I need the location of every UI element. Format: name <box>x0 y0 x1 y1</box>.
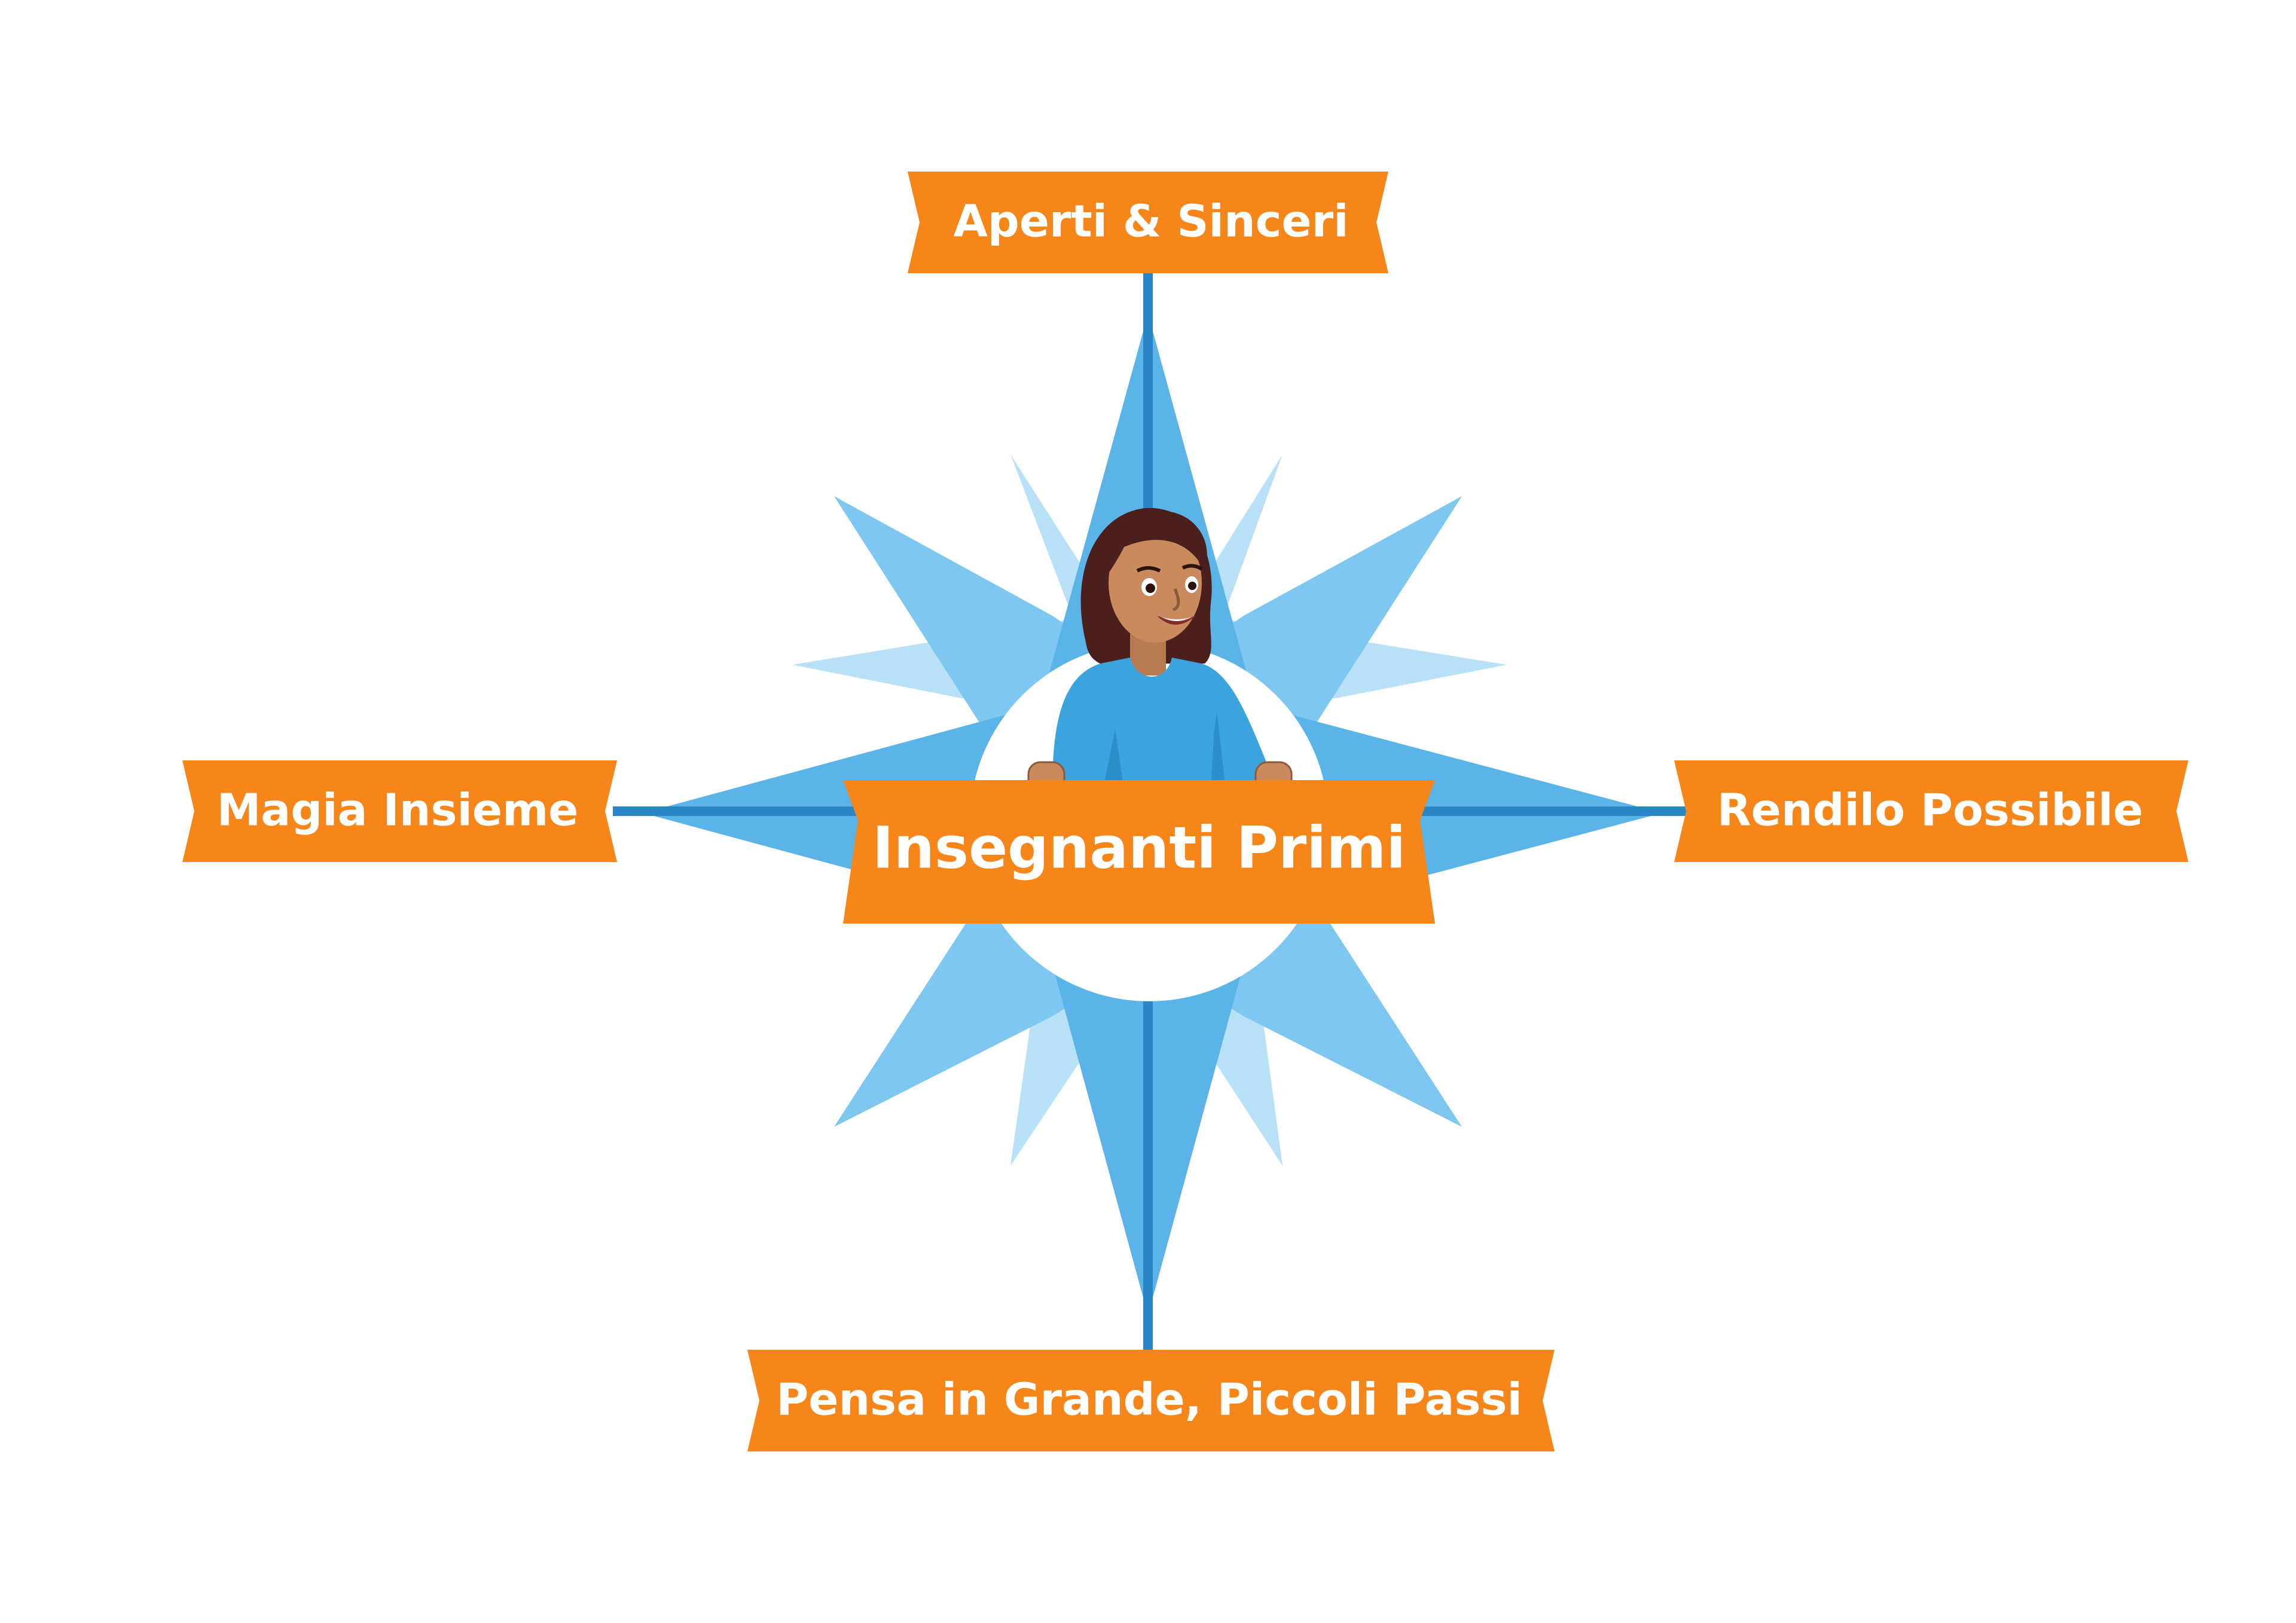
teacher-brow-right <box>1181 564 1203 571</box>
teacher-pupil-right <box>1188 582 1196 590</box>
center-ribbon-shape <box>843 780 1435 924</box>
ribbon-left: Magia Insieme <box>182 760 617 862</box>
teacher-pupil-left <box>1146 583 1155 593</box>
value-bottom-label: Pensa in Grande, Piccoli Passi <box>776 1374 1522 1426</box>
teacher-teeth <box>1161 617 1192 621</box>
value-top-label: Aperti & Sinceri <box>954 196 1349 247</box>
ribbon-bottom-shape <box>747 1350 1555 1451</box>
ribbon-top-shape <box>908 172 1388 273</box>
teacher-nose <box>1172 588 1180 612</box>
teacher-hair-front <box>1106 511 1207 577</box>
value-left-label: Magia Insieme <box>217 785 579 836</box>
center-label: Insegnanti Primi <box>872 814 1406 881</box>
ribbon-right: Rendilo Possibile <box>1674 760 2188 862</box>
teacher-sweater-fold <box>1103 729 1124 789</box>
teacher-brow-left <box>1136 566 1161 573</box>
ribbon-top: Aperti & Sinceri <box>908 172 1388 273</box>
center-ribbon: Insegnanti Primi <box>843 780 1435 924</box>
ribbon-right-shape <box>1674 760 2188 862</box>
teacher-sweater-fold-right <box>1211 711 1226 789</box>
ribbon-left-shape <box>182 760 617 862</box>
ribbon-bottom: Pensa in Grande, Piccoli Passi <box>747 1350 1555 1451</box>
teacher-illustration <box>1027 508 1293 808</box>
value-right-label: Rendilo Possibile <box>1717 785 2144 836</box>
